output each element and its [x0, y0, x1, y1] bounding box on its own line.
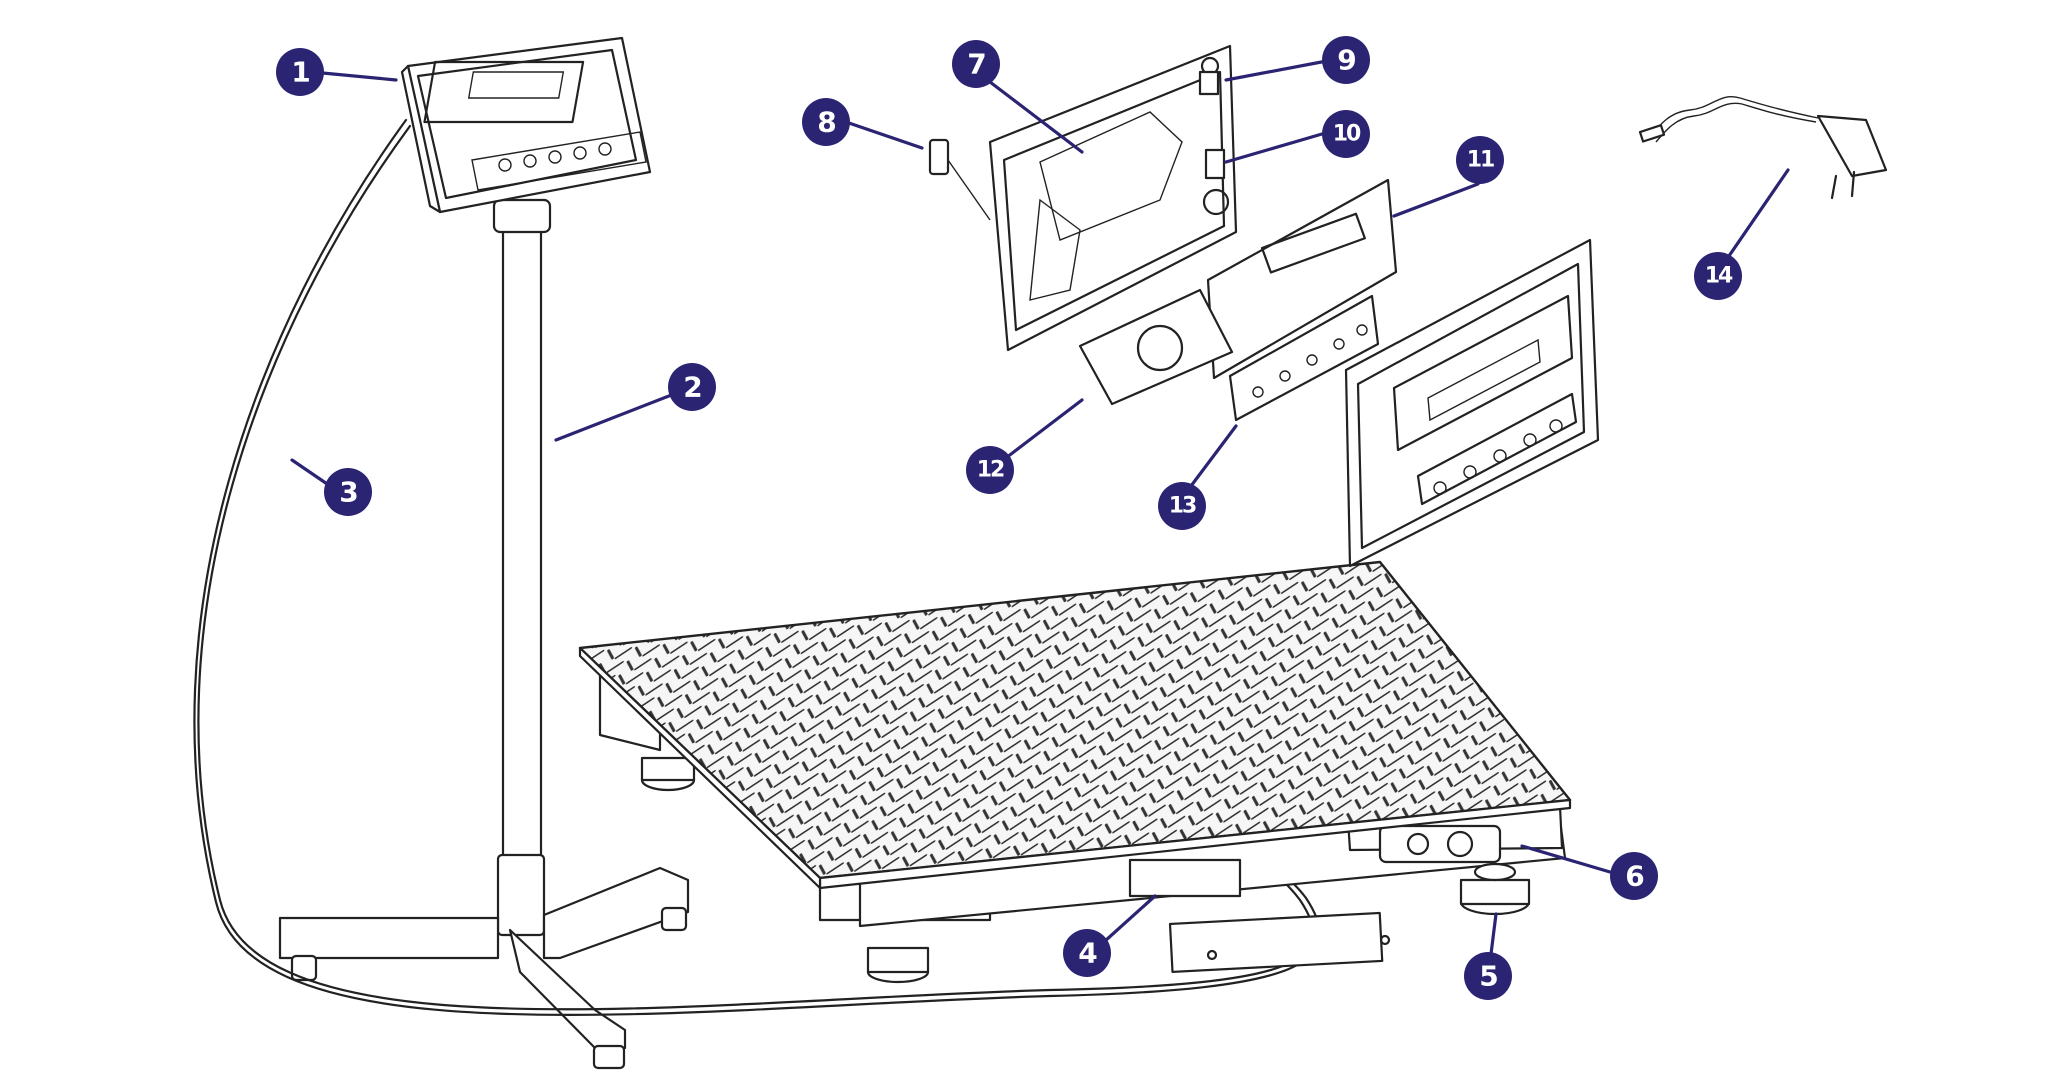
callout-number: 11 — [1467, 148, 1494, 173]
platform — [578, 560, 1572, 984]
callout-number: 10 — [1333, 122, 1361, 147]
callout-9: 9 — [1322, 36, 1370, 84]
callout-number: 12 — [977, 458, 1004, 483]
callout-number: 1 — [291, 56, 309, 89]
callout-4: 4 — [1063, 929, 1111, 977]
callout-number: 14 — [1705, 264, 1733, 289]
callout-3: 3 — [324, 468, 372, 516]
callout-8: 8 — [802, 98, 850, 146]
callout-number: 5 — [1479, 960, 1497, 993]
callout-number: 6 — [1625, 860, 1643, 893]
callout-7: 7 — [952, 40, 1000, 88]
callout-14: 14 — [1694, 252, 1742, 300]
exploded-indicator — [928, 44, 1600, 568]
callout-13: 13 — [1158, 482, 1206, 530]
callout-1: 1 — [276, 48, 324, 96]
callout-number: 2 — [683, 371, 701, 404]
callout-number: 3 — [339, 476, 357, 509]
callout-number: 4 — [1078, 937, 1097, 970]
callout-number: 13 — [1169, 494, 1196, 519]
callout-12: 12 — [966, 446, 1014, 494]
callout-5: 5 — [1464, 952, 1512, 1000]
callout-number: 8 — [817, 106, 835, 139]
callout-11: 11 — [1456, 136, 1504, 184]
callout-10: 10 — [1322, 110, 1370, 158]
leader-lines — [290, 58, 1790, 964]
callout-number: 7 — [967, 48, 985, 81]
callout-6: 6 — [1610, 852, 1658, 900]
indicator-stand — [193, 36, 1322, 1070]
callout-2: 2 — [668, 363, 716, 411]
power-adapter — [1638, 96, 1888, 200]
callout-number: 9 — [1337, 44, 1355, 77]
